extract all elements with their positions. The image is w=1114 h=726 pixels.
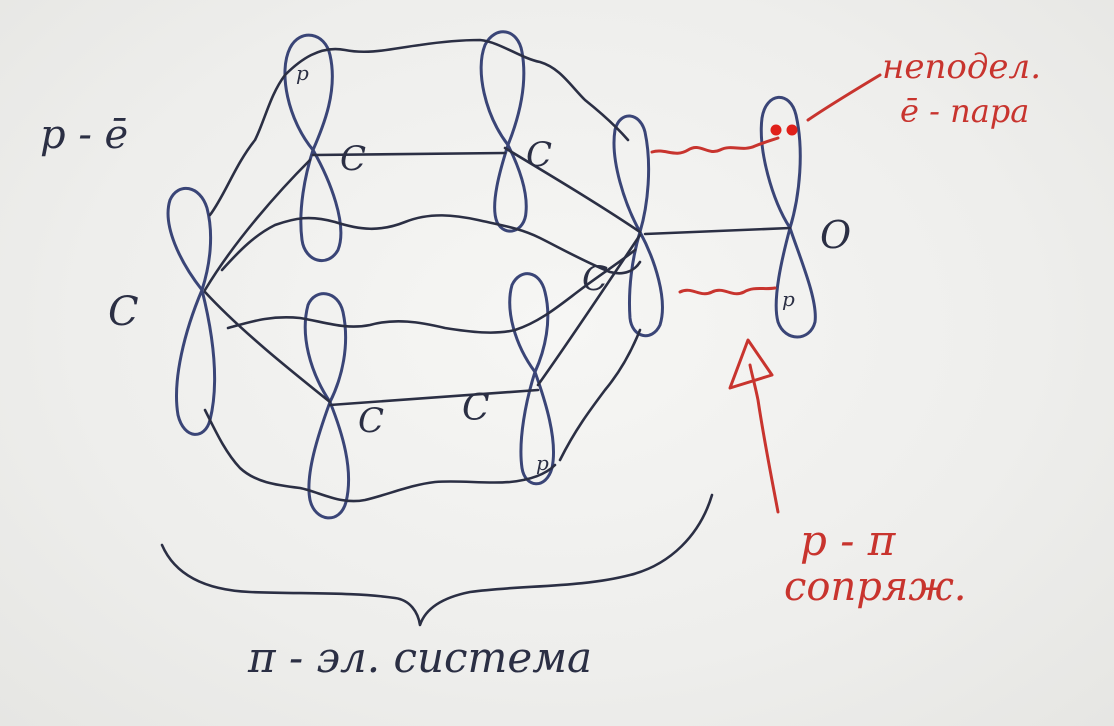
orbital-label-p-top: p bbox=[296, 61, 309, 85]
lone-pair-electron-2 bbox=[786, 124, 798, 136]
bond-c1-c3 bbox=[203, 158, 312, 292]
bond-c2-c4 bbox=[503, 146, 642, 234]
conjugation-arrow bbox=[728, 338, 780, 514]
bond-c1-c2 bbox=[311, 151, 507, 157]
p-orbital-lobe-lower-c4 bbox=[628, 230, 664, 338]
bond-c3-c5 bbox=[203, 290, 332, 404]
conjugation-label-line2: сопряж. bbox=[784, 564, 967, 610]
lone-pair bbox=[770, 124, 798, 136]
p-orbital-lobe-lower-c6 bbox=[519, 370, 556, 486]
lone-pair-pointer-line bbox=[806, 73, 882, 122]
pi-cloud-upper-inner bbox=[220, 214, 642, 275]
overlap-wave-lower bbox=[678, 286, 777, 296]
pi-cloud-lower-upper bbox=[226, 248, 637, 334]
sigma-bonds bbox=[203, 146, 792, 407]
pi-cloud-upper-outer bbox=[208, 38, 630, 217]
atom-label-c-bottom-left: C bbox=[358, 401, 384, 441]
atom-label-oxygen: O bbox=[820, 213, 851, 257]
lone-pair-label-line2: ē - пара bbox=[900, 92, 1029, 130]
p-orbital-lobe-upper-c5 bbox=[303, 292, 348, 404]
arrow-shaft bbox=[748, 363, 780, 514]
bond-c5-c6 bbox=[328, 388, 540, 407]
p-orbital-lobe-lower-c3 bbox=[175, 288, 217, 436]
p-orbital-lobe-lower-oxygen bbox=[774, 226, 817, 339]
p-orbital-lobe-upper-c4 bbox=[612, 114, 651, 234]
p-pi-overlap-waves bbox=[650, 136, 780, 296]
p-orbital-lobe-lower-c5 bbox=[307, 400, 351, 520]
annotations: p - ē C C C C C C O p p p неподел. ē - п… bbox=[40, 47, 1041, 682]
system-brace bbox=[160, 493, 714, 627]
atom-label-c-top-mid: C bbox=[526, 135, 552, 175]
pi-cloud-lower-outer bbox=[203, 408, 557, 503]
p-orbital-lobe-upper-c6 bbox=[508, 272, 550, 374]
atom-label-c-right-mid: C bbox=[582, 259, 608, 299]
p-orbital-lobe-upper-c2 bbox=[479, 30, 526, 147]
bond-c6-c4 bbox=[536, 233, 642, 387]
orbital-label-p-bottom: p bbox=[536, 451, 549, 475]
lone-pair-electron-1 bbox=[770, 124, 782, 136]
pi-cloud-right-lower bbox=[558, 328, 642, 462]
atom-label-c-bottom-mid: C bbox=[462, 388, 490, 429]
pi-electron-cloud bbox=[203, 38, 642, 503]
pi-system-label: π - эл. система bbox=[247, 633, 592, 682]
conjugation-label-line1: p - π bbox=[800, 516, 897, 565]
arrow-head bbox=[728, 338, 774, 390]
atom-label-c-left: C bbox=[108, 289, 139, 335]
p-orbital-lobe-upper-c3 bbox=[166, 186, 213, 292]
atom-label-c-top-left: C bbox=[340, 139, 366, 179]
p-orbital-lobe-upper-oxygen bbox=[759, 95, 802, 230]
p-orbital-lobe-lower-c1 bbox=[299, 148, 343, 262]
p-orbital-lobe-lower-c2 bbox=[493, 143, 528, 233]
p-orbitals bbox=[166, 30, 817, 520]
orbital-label-p-oxygen: p bbox=[782, 287, 795, 311]
lone-pair-label-line1: неподел. bbox=[882, 47, 1041, 87]
left-note: p - ē bbox=[40, 112, 128, 158]
p-orbital-lobe-upper-c1 bbox=[283, 33, 334, 152]
bond-c4-oxygen bbox=[643, 226, 792, 236]
overlap-wave-upper bbox=[650, 136, 780, 155]
